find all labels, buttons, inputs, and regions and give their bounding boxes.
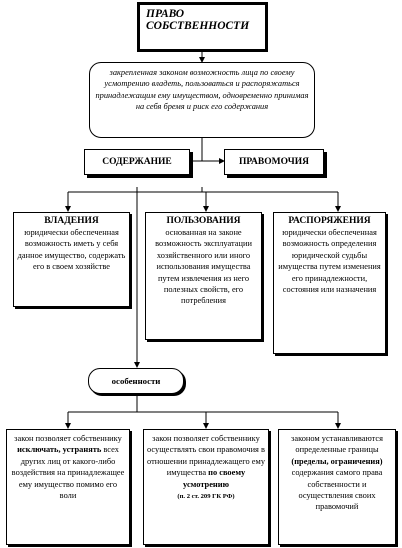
power-use-box: ПОЛЬЗОВАНИЯ основанная на законе возможн… (145, 212, 262, 340)
features-pill: особенности (88, 368, 184, 394)
feature-2-bold: по своему усмотрению (183, 468, 246, 489)
power-possession-heading: ВЛАДЕНИЯ (44, 216, 99, 226)
title-text: ПРАВО СОБСТВЕННОСТИ (146, 8, 250, 32)
power-disposal-box: РАСПОРЯЖЕНИЯ юридически обеспеченная воз… (273, 212, 386, 354)
power-use-text: основанная на законе возможность эксплуа… (155, 228, 252, 306)
feature-1-post: всех других лиц от какого-либо воздейств… (11, 445, 125, 501)
power-possession-text: юридически обеспеченная возможность имет… (17, 228, 126, 272)
feature-2-pre: закон позволяет собственнику осуществлят… (147, 434, 266, 478)
feature-box-1: закон позволяет собственнику исключать, … (6, 429, 130, 545)
features-label: особенности (111, 376, 161, 386)
title-box: ПРАВО СОБСТВЕННОСТИ (137, 2, 268, 52)
feature-1-pre: закон позволяет собственнику (14, 434, 122, 443)
feature-2-ref: (п. 2 ст. 209 ГК РФ) (177, 493, 235, 501)
feature-3-post: содержания самого права собственности и … (291, 468, 383, 512)
definition-box: закрепленная законом возможность лица по… (89, 62, 315, 138)
power-possession-box: ВЛАДЕНИЯ юридически обеспеченная возможн… (13, 212, 130, 307)
powers-box: ПРАВОМОЧИЯ (224, 149, 324, 175)
feature-1-bold: исключать, устранять (17, 445, 102, 455)
power-use-heading: ПОЛЬЗОВАНИЯ (166, 216, 241, 226)
powers-label: ПРАВОМОЧИЯ (239, 157, 309, 167)
power-disposal-heading: РАСПОРЯЖЕНИЯ (288, 216, 371, 226)
feature-3-bold: (пределы, ограничения) (291, 456, 383, 466)
feature-box-3: законом устанавливаются определенные гра… (278, 429, 396, 545)
definition-text: закрепленная законом возможность лица по… (95, 68, 309, 112)
feature-3-pre: законом устанавливаются определенные гра… (291, 434, 383, 455)
content-label: СОДЕРЖАНИЕ (102, 157, 172, 167)
feature-box-2: закон позволяет собственнику осуществлят… (143, 429, 269, 545)
content-box: СОДЕРЖАНИЕ (84, 149, 190, 175)
power-disposal-text: юридически обеспеченная возможность опре… (278, 228, 381, 295)
